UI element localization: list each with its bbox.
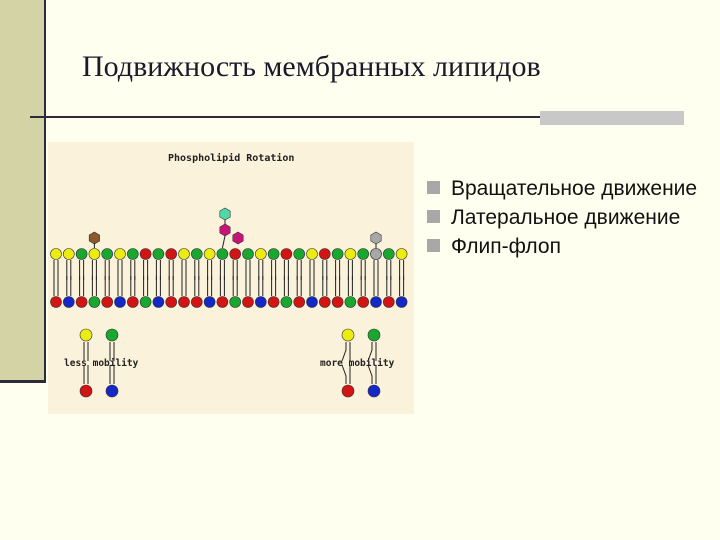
- lipid-head: [178, 296, 190, 308]
- lipid-head: [382, 248, 395, 260]
- bullet-lateral: Латеральное движение: [425, 203, 715, 232]
- isolated-lipid-head: [341, 328, 355, 342]
- kinked-tail: [341, 364, 347, 384]
- sugar-hexagon: [370, 231, 382, 245]
- bullet-list: Вращательное движение Латеральное движен…: [425, 174, 715, 261]
- lipid-head: [331, 296, 344, 308]
- bullet-text: Вращательное движение: [451, 177, 698, 200]
- lipid-head: [114, 296, 126, 308]
- bullet-text: Флип-флоп: [451, 235, 561, 258]
- lipid-head: [50, 296, 62, 308]
- sugar-hexagon: [219, 207, 231, 221]
- lipid-head: [191, 248, 203, 260]
- lipid-head: [306, 248, 318, 260]
- lipid-head: [318, 248, 331, 260]
- lipid-head: [280, 248, 293, 260]
- lipid-head: [139, 296, 152, 308]
- isolated-lipid-head: [79, 384, 93, 398]
- lipid-head: [331, 248, 344, 260]
- lipid-head: [62, 296, 75, 308]
- lipid-head: [152, 248, 165, 260]
- phospholipid-rotation-figure: Phospholipid Rotation less mobility more…: [48, 142, 414, 414]
- lipid-head: [229, 296, 241, 308]
- isolated-lipid-head: [105, 384, 119, 398]
- lipid-head: [395, 248, 408, 260]
- lipid-head: [216, 248, 229, 260]
- lipid-head: [75, 248, 88, 260]
- lipid-head: [75, 296, 88, 308]
- lipid-head: [395, 296, 408, 308]
- bullet-rotational: Вращательное движение: [425, 174, 715, 203]
- lipid-head: [216, 296, 229, 308]
- lipid-head: [165, 296, 177, 308]
- lipid-head: [255, 248, 267, 260]
- less-mobility-label: less mobility: [64, 358, 139, 369]
- isolated-lipid-head: [79, 328, 93, 342]
- square-bullet-icon: [427, 210, 440, 223]
- lipid-head: [178, 248, 190, 260]
- title-divider-accent: [540, 111, 684, 125]
- figure-caption: Phospholipid Rotation: [168, 152, 294, 164]
- lipid-head: [127, 296, 139, 308]
- lipid-head: [203, 296, 216, 308]
- lipid-head: [114, 248, 126, 260]
- lipid-head: [229, 248, 241, 260]
- lipid-head: [280, 296, 293, 308]
- kinked-tail: [367, 342, 373, 362]
- lipid-head: [101, 248, 114, 260]
- lipid-head: [357, 248, 370, 260]
- sugar-hexagon: [88, 231, 100, 245]
- lipid-head: [370, 248, 382, 260]
- lipid-head: [88, 296, 101, 308]
- isolated-lipid-head: [367, 328, 381, 342]
- kinked-tail: [367, 364, 373, 384]
- lipid-head: [101, 296, 114, 308]
- lipid-head: [242, 248, 254, 260]
- lipid-head: [267, 296, 280, 308]
- lipid-head: [357, 296, 370, 308]
- bullet-text: Латеральное движение: [451, 206, 681, 229]
- sugar-hexagon: [232, 231, 244, 245]
- lipid-head: [293, 248, 305, 260]
- lipid-head: [382, 296, 395, 308]
- lipid-head: [306, 296, 318, 308]
- decorative-left-bar: [0, 0, 46, 383]
- lipid-head: [293, 296, 305, 308]
- lipid-head: [267, 248, 280, 260]
- lipid-head: [203, 248, 216, 260]
- sugar-link: [221, 235, 226, 249]
- title-divider: [30, 116, 540, 118]
- isolated-lipid-head: [341, 384, 355, 398]
- sugar-hexagon: [219, 223, 231, 237]
- kinked-tail: [341, 342, 347, 362]
- lipid-head: [165, 248, 177, 260]
- square-bullet-icon: [427, 181, 440, 194]
- lipid-head: [127, 248, 139, 260]
- lipid-head: [152, 296, 165, 308]
- lipid-head: [191, 296, 203, 308]
- lipid-head: [255, 296, 267, 308]
- lipid-head: [62, 248, 75, 260]
- isolated-lipid-head: [105, 328, 119, 342]
- bullet-flip-flop: Флип-флоп: [425, 232, 715, 261]
- isolated-lipid-head: [367, 384, 381, 398]
- lipid-head: [370, 296, 382, 308]
- lipid-head: [50, 248, 62, 260]
- lipid-head: [139, 248, 152, 260]
- lipid-head: [344, 296, 357, 308]
- lipid-head: [344, 248, 357, 260]
- membrane-diagram: Phospholipid Rotation less mobility more…: [50, 152, 408, 398]
- slide-title: Подвижность мембранных липидов: [82, 50, 541, 83]
- lipid-head: [88, 248, 101, 260]
- more-mobility-label: more mobility: [320, 358, 395, 369]
- lipid-head: [318, 296, 331, 308]
- lipid-head: [242, 296, 254, 308]
- square-bullet-icon: [427, 239, 440, 252]
